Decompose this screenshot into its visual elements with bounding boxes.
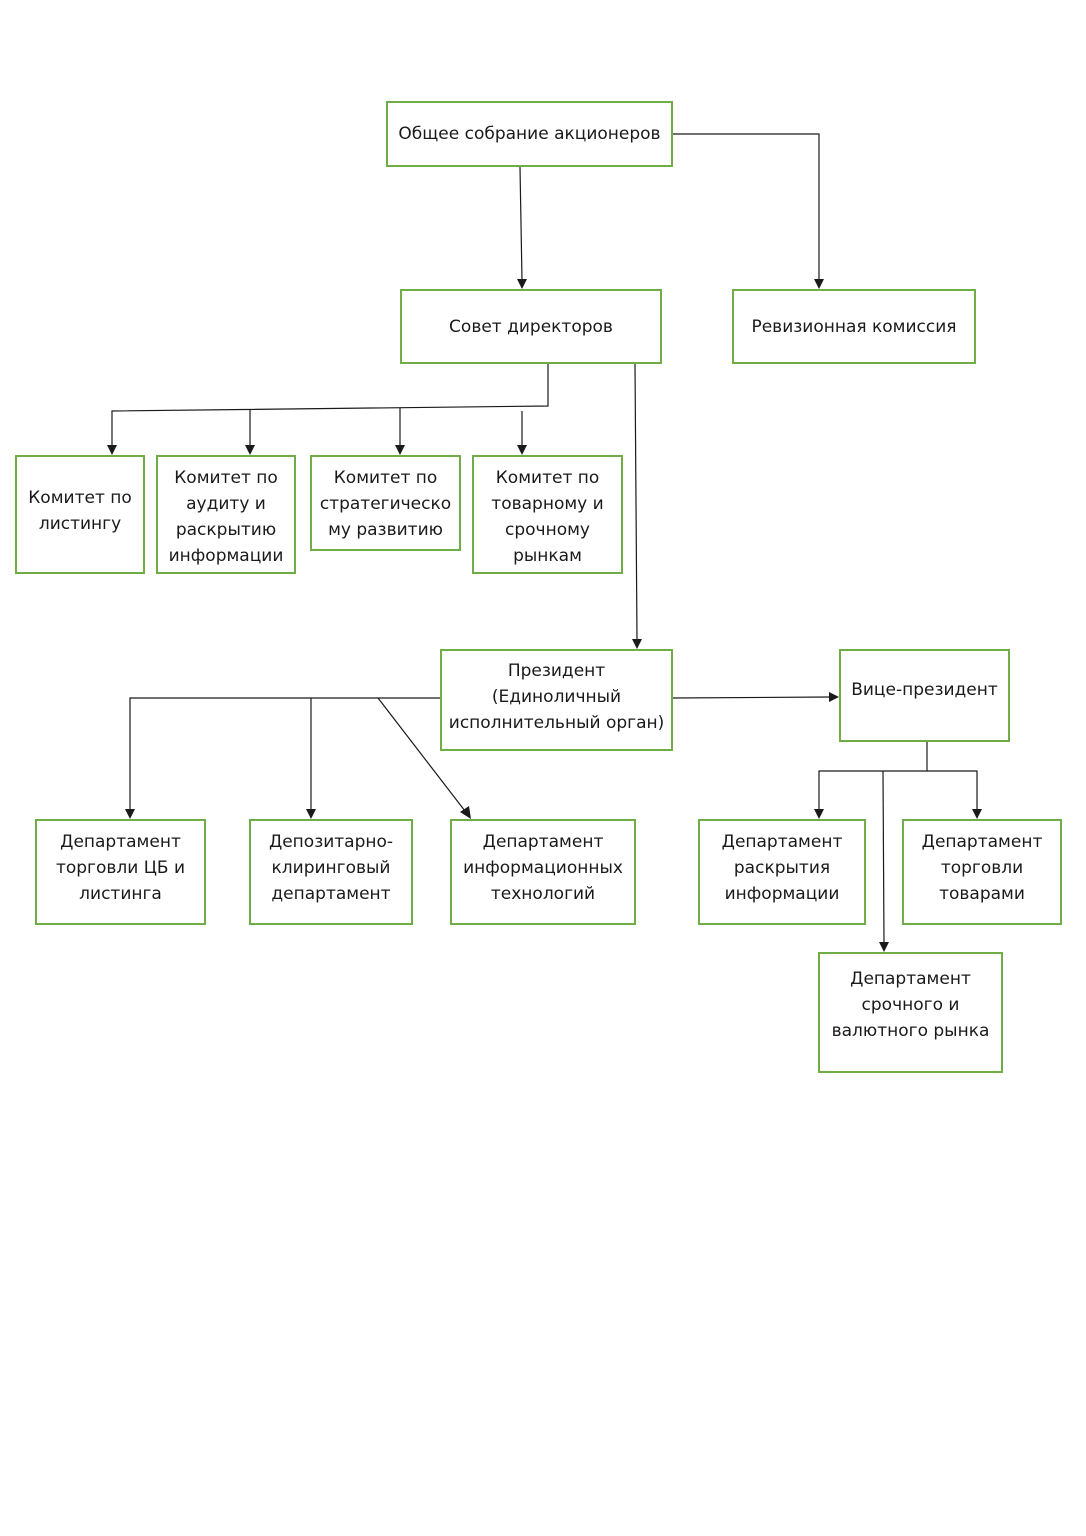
node-shareholders: Общее собрание акционеров (386, 101, 673, 167)
connector-shareholders-audit-commission (673, 133, 820, 280)
arrowhead (306, 809, 316, 819)
node-label-line: (Единоличный (491, 687, 622, 707)
connector-president-it-dept (377, 697, 466, 812)
node-label-line: Ревизионная комиссия (751, 316, 957, 337)
node-label-line: товарами (939, 884, 1025, 904)
arrowhead (460, 806, 471, 819)
node-commodities-dept: Департамент торговли товарами (902, 819, 1062, 925)
node-label-line: клиринговый (271, 858, 391, 878)
node-label-line: технологий (490, 884, 596, 904)
connector-board-committees (111, 364, 549, 446)
node-label-line: Комитет по (333, 468, 438, 488)
node-label-line: Вице-президент (851, 680, 998, 700)
node-board-of-directors: Совет директоров (400, 289, 662, 364)
node-label-line: аудиту и (186, 494, 266, 514)
node-label-line: информационных (463, 858, 623, 878)
node-label-line: раскрытию (175, 520, 277, 540)
connector-vp-derivatives-dept (882, 770, 885, 944)
node-clearing-dept: Депозитарно-клиринговый департамент (249, 819, 413, 925)
connector-board-president (634, 363, 638, 641)
node-label-line: Президент (507, 661, 606, 681)
arrowhead (632, 639, 642, 649)
node-disclosure-dept: Департамент раскрытия информации (698, 819, 866, 925)
node-label-line: Департамент (721, 832, 843, 852)
arrowhead (245, 445, 255, 455)
node-label-line: торговли ЦБ и (55, 858, 186, 878)
connector-shareholders-board (519, 166, 523, 281)
connector-vp-departments (818, 742, 928, 810)
arrowhead (879, 942, 889, 952)
node-label-line: торговли (940, 858, 1024, 878)
node-it-dept: Департамент информационных технологий (450, 819, 636, 925)
node-label-line: Департамент (482, 832, 604, 852)
arrowhead (517, 445, 527, 455)
node-commodity-committee: Комитет по товарному и срочному рынкам (472, 455, 623, 574)
node-listing-committee: Комитет по листингу (15, 455, 145, 574)
node-label-line: Департамент (60, 832, 181, 852)
node-label-line: информации (168, 546, 284, 566)
node-label-line: стратегическо (319, 494, 452, 514)
arrowhead (107, 445, 117, 455)
node-audit-commission: Ревизионная комиссия (732, 289, 976, 364)
node-vice-president: Вице-президент (839, 649, 1010, 742)
node-label-line: Департамент (921, 832, 1043, 852)
node-label-line: срочному (505, 520, 590, 540)
node-label-line: рынкам (513, 546, 582, 566)
connector-president-departments (129, 697, 440, 810)
node-securities-dept: Департамент торговли ЦБ и листинга (35, 819, 206, 925)
node-label-line: Общее собрание акционеров (398, 124, 661, 144)
arrowhead (829, 692, 839, 702)
node-label-line: срочного и (861, 995, 960, 1015)
arrowhead (125, 809, 135, 819)
arrowhead (814, 809, 824, 819)
node-label-line: Комитет по (174, 468, 278, 488)
arrowhead (814, 279, 824, 289)
node-label-line: Депозитарно- (268, 832, 394, 852)
node-label-line: товарному и (491, 494, 604, 514)
node-label-line: Совет директоров (449, 316, 613, 337)
node-strategy-committee: Комитет по стратегическо му развитию (310, 455, 461, 551)
node-president: Президент (Единоличный исполнительный орга… (440, 649, 673, 751)
node-label-line: листингу (38, 514, 122, 534)
arrowhead (395, 445, 405, 455)
node-label-line: исполнительный орган) (448, 713, 665, 733)
node-audit-committee: Комитет по аудиту и раскрытию информации (156, 455, 296, 574)
node-label-line: департамент (271, 884, 391, 904)
node-label-line: информации (724, 884, 840, 904)
node-label-line: валютного рынка (831, 1021, 990, 1041)
node-label-line: листинга (79, 884, 162, 904)
node-label-line: Департамент (850, 969, 971, 989)
node-label-line: раскрытия (733, 858, 831, 878)
node-derivatives-dept: Департамент срочного и валютного рынка (818, 952, 1003, 1073)
arrowhead (517, 279, 527, 289)
arrowhead (972, 809, 982, 819)
node-label-line: му развитию (328, 520, 443, 540)
node-label-line: Комитет по (28, 488, 132, 508)
connector-president-vice-president (672, 696, 831, 699)
node-label-line: Комитет по (495, 468, 600, 488)
connector-vp-commodities-dept (927, 770, 978, 810)
